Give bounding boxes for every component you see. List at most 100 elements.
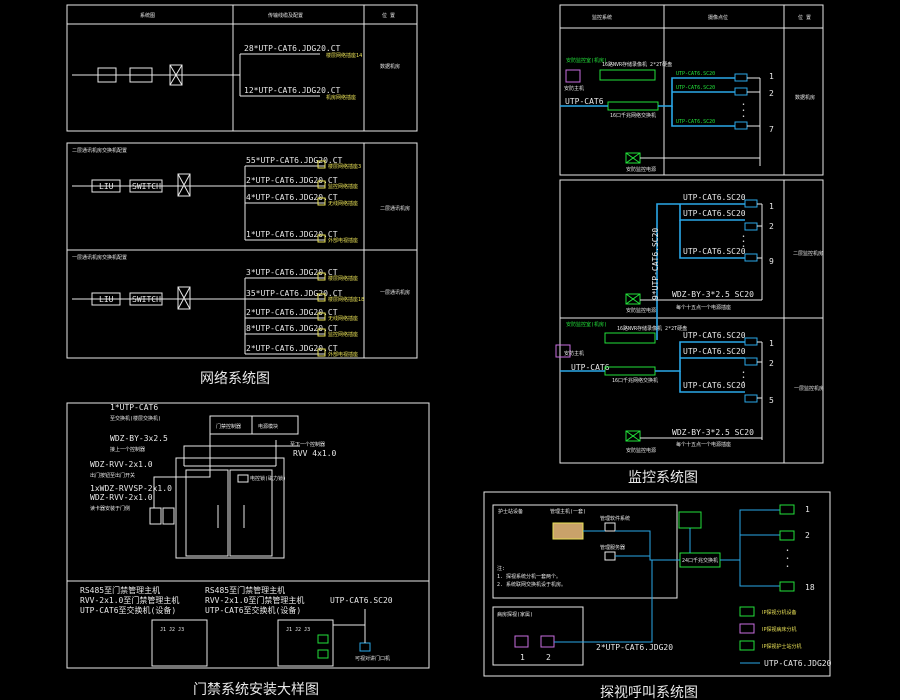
svg-text:管理服务器: 管理服务器 <box>600 544 625 551</box>
intercom-number-3: 18 <box>805 583 815 592</box>
intercom-legend-icon-2 <box>739 623 755 634</box>
access-terminal-2 <box>277 619 334 667</box>
svg-text:安防主机: 安防主机 <box>564 350 584 357</box>
access-reader-1 <box>149 507 162 525</box>
svg-text:楼层网络插座3: 楼层网络插座3 <box>328 163 361 170</box>
access-title: 门禁系统安装大样图 <box>193 682 319 698</box>
svg-text:•: • <box>742 244 745 250</box>
svg-text:管理主机(一套): 管理主机(一套) <box>550 508 586 515</box>
network-liu-box-3 <box>91 292 121 306</box>
cctv-vertical-cable: 9*UTP-CAT6.SC20 <box>651 228 660 300</box>
cctv-nvr-box-3 <box>604 332 656 344</box>
access-terminal-1 <box>151 619 208 667</box>
network-cable-2-2: 2*UTP-CAT6.JDG20.CT <box>246 176 338 185</box>
svg-text:楼层网络插座18: 楼层网络插座18 <box>328 296 364 303</box>
svg-text:•: • <box>742 102 745 108</box>
access-door-right <box>229 469 273 557</box>
svg-text:无线网络插座: 无线网络插座 <box>328 200 358 207</box>
intercom-system-diagram: 护士站设备 管理主机(一套) 管理软件系统 管理服务器 注: 1. 探视系统分机… <box>483 491 832 700</box>
svg-text:外部电视插座: 外部电视插座 <box>328 351 358 358</box>
access-label-4: 1xWDZ-RVVSP-2x1.0 <box>90 484 172 493</box>
svg-text:J1 J2 J3: J1 J2 J3 <box>286 627 310 633</box>
cctv-utp-3: UTP-CAT6 <box>571 363 610 372</box>
access-door-frame <box>175 457 285 559</box>
intercom-control-room <box>492 504 678 599</box>
svg-text:至交换机(楼层交换机): 至交换机(楼层交换机) <box>110 415 161 422</box>
svg-text:2. 系统联网交换机设于机房。: 2. 系统联网交换机设于机房。 <box>497 581 566 588</box>
cctv-number-3-2: 2 <box>769 359 774 368</box>
svg-text:•: • <box>786 548 789 554</box>
access-label-5: WDZ-RVV-2x1.0 <box>90 493 153 502</box>
svg-text:安防监控电源: 安防监控电源 <box>626 166 656 173</box>
network-cable-2-3: 4*UTP-CAT6.JDG20.CT <box>246 193 338 202</box>
cctv-power-box-3 <box>625 430 641 442</box>
intercom-bottom-number-1: 1 <box>520 653 525 662</box>
access-bottom-2: RVV-2x1.0至门禁管理主机 <box>80 595 179 605</box>
svg-text:每个十五点一个电源插座: 每个十五点一个电源插座 <box>676 441 731 448</box>
network-cable-2-4: 1*UTP-CAT6.JDG20.CT <box>246 230 338 239</box>
network-frame-1 <box>66 4 418 132</box>
intercom-legend-2: IP探视病床分机 <box>762 626 797 633</box>
svg-text:至下一个控制器: 至下一个控制器 <box>290 441 325 448</box>
access-bottom-4: RS485至门禁管理主机 <box>205 585 285 595</box>
access-bottom-1: RS485至门禁管理主机 <box>80 585 160 595</box>
network-endpoint-1-2: 机房网络插座 <box>326 94 356 101</box>
network-switch-box-2 <box>129 179 163 193</box>
cctv-power-box-2 <box>625 293 641 305</box>
svg-text:出门按钮至出门开关: 出门按钮至出门开关 <box>90 472 135 479</box>
intercom-switch-label: 24口千兆交换机 <box>682 557 718 564</box>
cctv-number-3-1: 1 <box>769 339 774 348</box>
cctv-switch-label-3: 16口千兆网络交换机 <box>612 377 658 384</box>
access-label-1: 1*UTP-CAT6 <box>110 403 158 412</box>
cctv-col-header-1: 监控系统 <box>592 14 612 21</box>
cctv-nvr-box-1 <box>599 69 656 81</box>
network-cable-3-2: 35*UTP-CAT6.JDG20.CT <box>246 289 343 298</box>
intercom-bottom-number-2: 2 <box>546 653 551 662</box>
svg-text:安防主机: 安防主机 <box>564 85 584 92</box>
access-label-2: WDZ-BY-3x2.5 <box>110 434 168 443</box>
intercom-legend-icon-1 <box>739 606 755 617</box>
cctv-cable-2-2: UTP-CAT6.SC20 <box>683 209 746 218</box>
network-cable-1-2: 12*UTP-CAT6.JDG20.CT <box>244 86 341 95</box>
network-switch-box-1 <box>129 67 153 83</box>
network-liu-label-2: LIU <box>99 182 114 191</box>
access-controller-label: 门禁控制器 <box>216 423 241 430</box>
cctv-number-2-3: 9 <box>769 257 774 266</box>
intercom-legend-1: IP探视分机设备 <box>762 609 797 616</box>
network-switch-label-2: SWITCH <box>132 182 161 191</box>
network-liu-box-2 <box>91 179 121 193</box>
svg-text:监控网络插座: 监控网络插座 <box>328 331 358 338</box>
svg-text:管理软件系统: 管理软件系统 <box>600 515 630 522</box>
access-frame <box>66 402 430 669</box>
svg-text:•: • <box>742 234 745 240</box>
cctv-number-1-1: 1 <box>769 72 774 81</box>
cctv-cable-3-2: UTP-CAT6.SC20 <box>683 347 746 356</box>
intercom-legend-4: UTP-CAT6.JDG20 <box>764 659 832 668</box>
svg-text:接上一个控制器: 接上一个控制器 <box>110 446 145 453</box>
network-switch-label-3: SWITCH <box>132 295 161 304</box>
network-cable-3-4: 8*UTP-CAT6.JDG20.CT <box>246 324 338 333</box>
network-location-2: 二层通讯机房 <box>380 205 410 212</box>
cctv-number-3-3: 5 <box>769 396 774 405</box>
intercom-number-1: 1 <box>805 505 810 514</box>
svg-text:无线网络插座: 无线网络插座 <box>328 315 358 322</box>
access-bottom-7: UTP-CAT6.SC20 <box>330 596 393 605</box>
network-endpoint-1-1: 楼层网络插座14 <box>326 52 362 59</box>
network-patch-panel-1 <box>169 64 183 86</box>
svg-text:•: • <box>742 239 745 245</box>
cctv-cable-3-3: UTP-CAT6.SC20 <box>683 381 746 390</box>
svg-text:注:: 注: <box>497 565 505 572</box>
intercom-ward-room <box>492 606 584 666</box>
svg-text:•: • <box>742 114 745 120</box>
svg-text:1. 探视系统分机一套两个。: 1. 探视系统分机一套两个。 <box>497 573 561 580</box>
network-cable-3-1: 3*UTP-CAT6.JDG20.CT <box>246 268 338 277</box>
intercom-number-2: 2 <box>805 531 810 540</box>
cctv-col-header-3: 位 置 <box>798 14 811 21</box>
access-reader-2 <box>162 507 175 525</box>
svg-text:•: • <box>786 556 789 562</box>
svg-text:可视对讲门口机: 可视对讲门口机 <box>355 655 390 662</box>
cctv-cable-3-1: UTP-CAT6.SC20 <box>683 331 746 340</box>
svg-text:护士站设备: 护士站设备 <box>498 508 523 515</box>
svg-text:•: • <box>742 375 745 381</box>
